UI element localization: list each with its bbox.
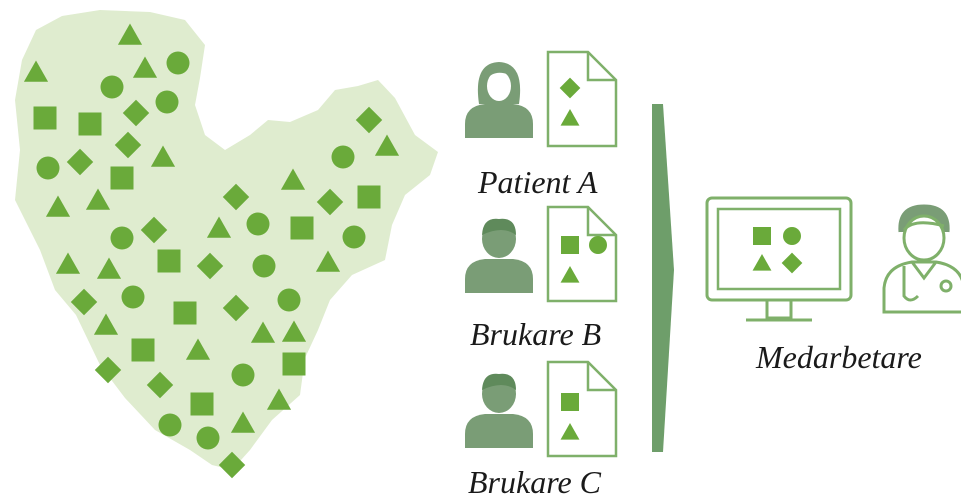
circle-marker xyxy=(100,75,124,99)
circle-marker xyxy=(155,90,179,114)
person-label-brukare-c: Brukare C xyxy=(468,464,602,500)
person-label-brukare-b: Brukare B xyxy=(470,316,602,352)
person-row xyxy=(465,205,618,303)
square-marker xyxy=(190,392,214,416)
document-icon xyxy=(546,50,618,148)
triangle-marker xyxy=(45,195,71,217)
triangle-marker xyxy=(315,250,341,272)
square-marker xyxy=(561,393,579,411)
triangle-marker xyxy=(55,252,81,274)
diamond-marker xyxy=(222,294,250,322)
document-icon xyxy=(546,360,618,458)
triangle-marker xyxy=(150,145,176,167)
triangle-marker xyxy=(266,388,292,410)
circle-marker xyxy=(36,156,60,180)
circle-marker xyxy=(277,288,301,312)
triangle-marker xyxy=(230,411,256,433)
man-user-icon xyxy=(465,373,533,448)
diamond-marker xyxy=(146,371,174,399)
person-row xyxy=(465,360,618,458)
arrow-connector xyxy=(652,104,674,452)
circle-marker xyxy=(110,226,134,250)
circle-marker xyxy=(121,285,145,309)
region-map xyxy=(15,10,438,479)
diamond-marker xyxy=(559,77,581,99)
triangle-marker xyxy=(93,313,119,335)
region-map-icon xyxy=(15,10,438,470)
diamond-marker xyxy=(94,356,122,384)
triangle-marker xyxy=(560,266,580,283)
triangle-marker xyxy=(132,56,158,78)
triangle-marker xyxy=(250,321,276,343)
circle-marker xyxy=(783,227,801,245)
document-icon xyxy=(546,205,618,303)
diamond-marker xyxy=(781,252,803,274)
square-marker xyxy=(110,166,134,190)
diamond-marker xyxy=(355,106,383,134)
triangle-marker xyxy=(281,320,307,342)
triangle-marker xyxy=(85,188,111,210)
square-marker xyxy=(753,227,771,245)
triangle-marker xyxy=(280,168,306,190)
triangle-marker xyxy=(560,109,580,126)
circle-marker xyxy=(166,51,190,75)
square-marker xyxy=(357,185,381,209)
circle-marker xyxy=(331,145,355,169)
circle-marker xyxy=(589,236,607,254)
diamond-marker xyxy=(66,148,94,176)
square-marker xyxy=(78,112,102,136)
diamond-marker xyxy=(222,183,250,211)
triangle-marker xyxy=(117,23,143,45)
diamond-marker xyxy=(70,288,98,316)
triangle-marker xyxy=(23,60,49,82)
triangle-marker xyxy=(560,423,580,440)
person-label-patient-a: Patient A xyxy=(478,164,598,200)
circle-marker xyxy=(246,212,270,236)
triangle-marker xyxy=(374,134,400,156)
diamond-marker xyxy=(316,188,344,216)
woman-user-icon xyxy=(465,62,533,138)
diamond-marker xyxy=(196,252,224,280)
person-row xyxy=(465,50,618,148)
staff-label: Medarbetare xyxy=(756,339,922,375)
circle-marker xyxy=(196,426,220,450)
triangle-marker xyxy=(96,257,122,279)
circle-marker xyxy=(252,254,276,278)
square-marker xyxy=(131,338,155,362)
square-marker xyxy=(561,236,579,254)
triangle-marker xyxy=(206,216,232,238)
diamond-marker xyxy=(218,451,246,479)
diamond-marker xyxy=(122,99,150,127)
square-marker xyxy=(173,301,197,325)
man-user-icon xyxy=(465,218,533,293)
triangle-marker xyxy=(752,254,772,271)
circle-marker xyxy=(158,413,182,437)
square-marker xyxy=(282,352,306,376)
square-marker xyxy=(290,216,314,240)
diamond-marker xyxy=(140,216,168,244)
circle-marker xyxy=(231,363,255,387)
square-marker xyxy=(157,249,181,273)
doctor-icon xyxy=(882,204,961,314)
square-marker xyxy=(33,106,57,130)
diamond-marker xyxy=(114,131,142,159)
triangle-marker xyxy=(185,338,211,360)
computer-monitor-icon xyxy=(705,196,853,322)
circle-marker xyxy=(342,225,366,249)
